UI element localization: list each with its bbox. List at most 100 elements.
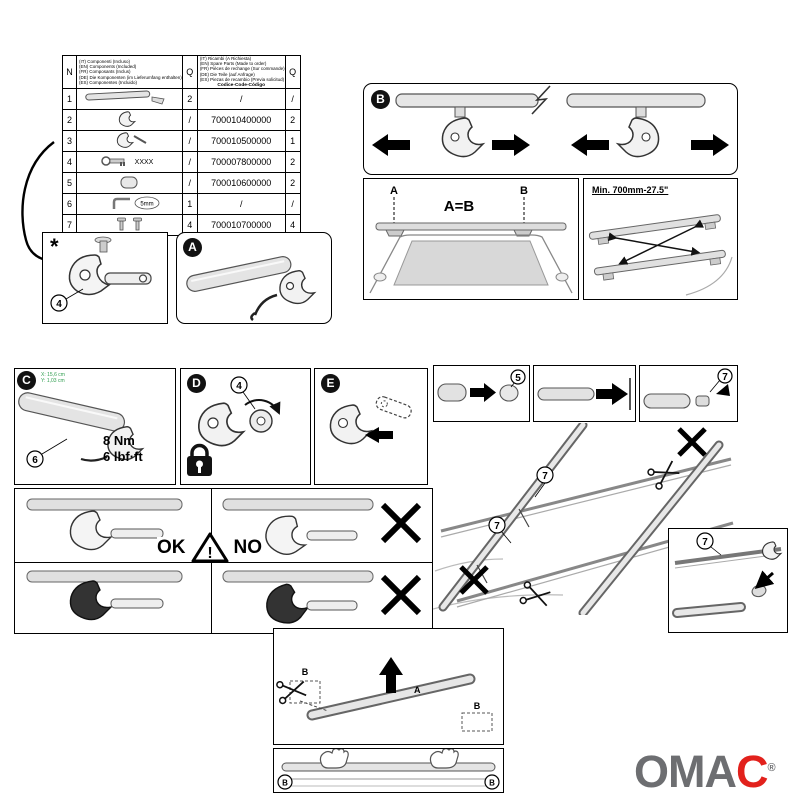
svg-text:A: A [414,685,421,695]
dim-y-label: Y: 1,03 cm [41,378,65,384]
x-mark-icon [679,429,705,455]
badge-d: D [187,374,206,393]
panel-press-bar: B B [273,747,504,793]
part-thumb-3 [76,130,183,153]
dimension-labels: X: 15,6 cm Y: 1,03 cm [41,372,65,384]
panel-ok-no: OK ! NO [14,488,433,634]
panel-b-slide-adjust: B [363,83,738,175]
torque-spec: 8 Nm 6 lbf·ft [103,433,143,465]
svg-text:7: 7 [702,537,708,548]
svg-text:B: B [302,667,309,677]
hand-icon [429,747,459,769]
correct-mount-bottom [26,570,183,621]
a-equals-b-label: A=B [444,198,475,215]
svg-text:7: 7 [542,471,548,482]
svg-text:7: 7 [722,372,728,383]
equal-spacing-illustration: A B A=B [369,185,573,294]
dim-x-label: X: 15,6 cm [41,372,65,378]
roof-lattice-illustration: 7 7 [433,423,734,615]
svg-text:4: 4 [236,381,242,392]
key-outline [375,396,412,419]
svg-text:A: A [390,185,398,197]
panel-c-torque: C X: 15,6 cm Y: 1,03 cm 6 8 Nm 6 lbf·ft [14,368,176,485]
callout-7: 7 [696,532,714,550]
part-thumb-2 [76,109,183,132]
svg-text:!: ! [207,545,212,562]
arrow-down-left-icon [716,384,730,396]
x-mark-icon [380,574,422,616]
logo-text-red: C [736,746,768,797]
code-label: Codice-Code-Código [217,83,266,89]
callout-6: 6 [26,450,44,468]
svg-text:B: B [474,701,481,711]
svg-text:5mm: 5mm [141,202,154,208]
col-header-included: (IT) Componenti (Incluso) (EN) Component… [76,54,183,90]
slide-adjust-illustration [372,85,729,158]
scissors-icon [275,676,308,705]
panel-equal-spacing: A B A=B [363,178,579,300]
clamp-detail-illustration: 4 [50,236,152,312]
badge-b: B [371,90,390,109]
arrow-right-icon [691,134,729,156]
badge-e: E [321,374,340,393]
part-thumb-4-key: XXXX [76,151,183,174]
asterisk-mark: * [50,234,59,259]
position-marker-b: B [484,774,500,790]
callout-4: 4 [50,294,68,312]
break-symbol [531,85,551,115]
hand-icon [319,747,349,769]
wrong-mount-bottom [222,570,422,624]
cap-place-illustration: 7 [643,368,733,409]
insert-key-illustration [329,396,412,445]
col-header-q1: Q [181,54,198,90]
panel-min-spacing: Min. 700mm-27.5" [583,178,738,300]
callout-4: 4 [230,376,248,394]
callout-7: 7 [717,368,733,384]
svg-text:XXXX: XXXX [135,159,154,166]
position-marker-b: B [277,774,293,790]
trim-strap-illustration: B B A [275,657,493,732]
col-header-q2: Q [284,54,301,90]
svg-text:5: 5 [515,373,521,384]
panel-endcap-insert: 5 [433,365,530,422]
ok-label: OK [157,537,186,559]
endcap-insert-illustration: 5 [437,369,526,402]
svg-text:B: B [520,185,528,197]
svg-text:4: 4 [56,299,62,310]
arrow-left-icon [571,134,609,156]
table-row: 2 / 700010400000 2 [62,109,301,132]
no-label: NO [233,537,262,559]
svg-text:B: B [489,779,495,788]
torque-nm: 8 Nm [103,433,135,448]
panel-cap-place: 7 [639,365,738,422]
panel-d-tighten-knob: D 4 [180,368,311,485]
torque-lbfft: 6 lbf·ft [103,449,143,464]
tighten-knob-illustration: 4 [187,376,281,476]
part-thumb-7-screws [76,214,183,237]
arrow-right-icon [492,134,530,156]
table-row: 7 4 700010700000 4 [62,214,301,237]
badge-c: C [17,371,36,390]
press-bar-illustration: B B [277,747,500,790]
part-thumb-6-allen-key: 5mm [76,193,183,216]
panel-bar-slide [533,365,636,422]
svg-text:6: 6 [32,455,38,466]
torque-illustration: 6 [18,392,145,468]
wrong-mount-top [222,498,422,555]
svg-text:B: B [282,779,288,788]
part-thumb-5 [76,172,183,195]
table-row: 6 5mm 1 / / [62,193,301,216]
arrow-right-icon [470,383,496,402]
svg-text:7: 7 [494,521,500,532]
bar-slide-illustration [537,378,631,410]
table-row: 3 / 700010500000 1 [62,130,301,153]
arrow-left-icon [365,427,379,443]
callout-7: 7 [488,516,506,534]
table-header: N (IT) Componenti (Incluso) (EN) Compone… [62,54,301,90]
table-row: 4 XXXX / 700007800000 2 [62,151,301,174]
warning-triangle-icon: ! [191,532,228,563]
callout-5: 5 [510,369,526,385]
table-row: 5 / 700010600000 2 [62,172,301,195]
arrow-left-icon [372,134,410,156]
